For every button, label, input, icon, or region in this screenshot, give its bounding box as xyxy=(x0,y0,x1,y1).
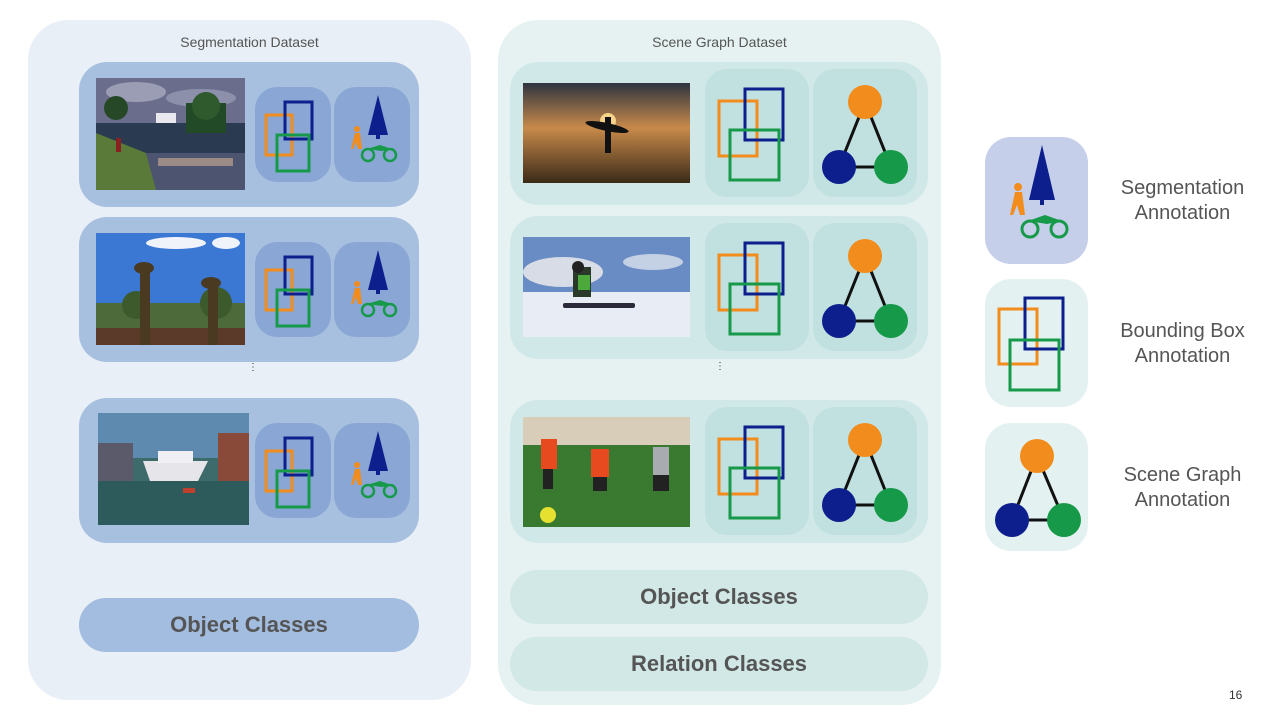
segmentation-row xyxy=(79,217,419,362)
segmentation-icon xyxy=(351,95,398,163)
legend-scene-graph-label: Scene Graph Annotation xyxy=(1123,464,1242,511)
bounding-box-annotation-tile xyxy=(705,223,809,351)
bounding-box-icon xyxy=(717,87,785,182)
segmentation-dataset-title: Segmentation Dataset xyxy=(180,34,319,50)
kids-soccer-photo xyxy=(523,417,690,527)
page-number: 16 xyxy=(1229,688,1243,702)
bounding-box-icon xyxy=(264,100,314,173)
scene-graph-icon xyxy=(995,439,1081,537)
surfer-sunset-photo xyxy=(523,83,690,183)
segmentation-annotation-tile xyxy=(334,423,410,518)
scene-graph-icon xyxy=(822,239,908,338)
harbor-yacht-photo xyxy=(98,413,249,525)
legend-bounding-box-tile xyxy=(985,279,1088,407)
segmentation-icon xyxy=(1010,145,1069,239)
bounding-box-annotation-tile xyxy=(255,87,331,182)
scene-graph-annotation-tile xyxy=(813,69,917,197)
bounding-box-annotation-tile xyxy=(255,423,331,518)
relation-classes-pill: Relation Classes xyxy=(510,637,928,691)
bounding-box-icon xyxy=(264,436,314,509)
segmentation-dataset-panel: Segmentation Dataset xyxy=(28,20,471,700)
segmentation-icon xyxy=(351,431,398,499)
segmentation-icon xyxy=(351,250,398,318)
ellipsis: ⋮ xyxy=(715,361,725,372)
scene-graph-row xyxy=(510,216,928,359)
segmentation-row xyxy=(79,398,419,543)
scene-graph-dataset-panel: Scene Graph Dataset xyxy=(498,20,941,705)
scene-graph-icon xyxy=(822,423,908,522)
bounding-box-icon xyxy=(997,296,1065,392)
bounding-box-icon xyxy=(717,425,785,520)
scene-graph-annotation-tile xyxy=(813,223,917,351)
segmentation-row xyxy=(79,62,419,207)
legend-scene-graph-tile xyxy=(985,423,1088,551)
bounding-box-annotation-tile xyxy=(255,242,331,337)
segmentation-annotation-tile xyxy=(334,87,410,182)
lake-boats-photo xyxy=(96,78,245,190)
legend-bounding-box-label: Bounding Box Annotation xyxy=(1120,320,1245,367)
scene-graph-row xyxy=(510,400,928,543)
legend-segmentation-tile xyxy=(985,137,1088,264)
legend-segmentation-label: Segmentation Annotation xyxy=(1120,177,1245,224)
bounding-box-icon xyxy=(264,255,314,328)
giraffes-photo xyxy=(96,233,245,345)
ellipsis: ⋮ xyxy=(248,362,258,373)
segmentation-annotation-tile xyxy=(334,242,410,337)
snowkiter-photo xyxy=(523,237,690,337)
object-classes-pill: Object Classes xyxy=(510,570,928,624)
bounding-box-annotation-tile xyxy=(705,69,809,197)
scene-graph-annotation-tile xyxy=(813,407,917,535)
bounding-box-icon xyxy=(717,241,785,336)
scene-graph-dataset-title: Scene Graph Dataset xyxy=(652,34,787,50)
bounding-box-annotation-tile xyxy=(705,407,809,535)
scene-graph-icon xyxy=(822,85,908,184)
object-classes-pill: Object Classes xyxy=(79,598,419,652)
scene-graph-row xyxy=(510,62,928,205)
